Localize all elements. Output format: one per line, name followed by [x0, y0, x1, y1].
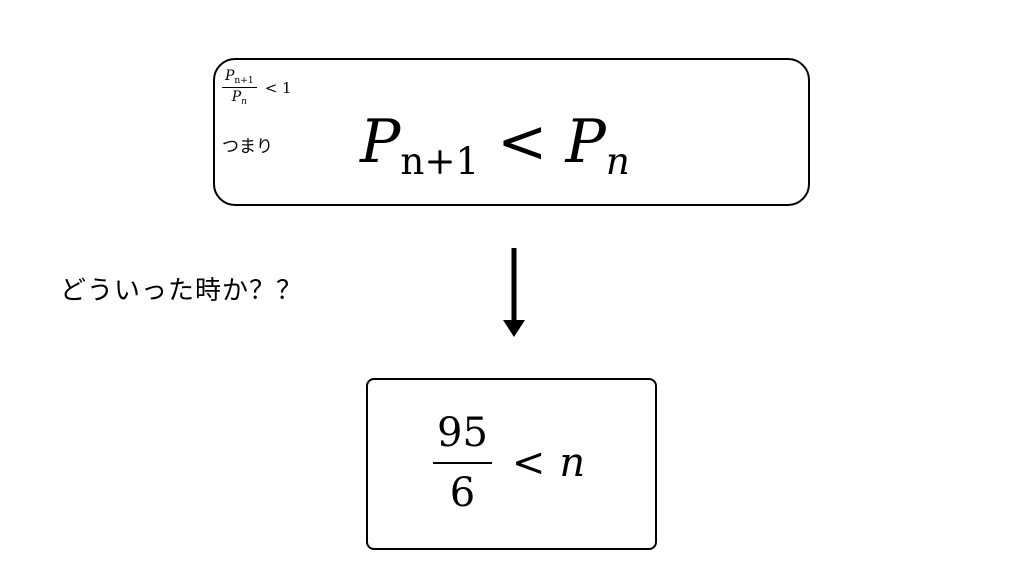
result-variable: n — [559, 440, 586, 486]
result-operator: < — [511, 440, 546, 486]
ratio-expression: Pn+1 Pn < 1 — [222, 68, 292, 107]
question-text: どういった時か？？ — [60, 276, 304, 306]
down-arrow-icon — [503, 248, 525, 337]
ratio-num-base: P — [225, 68, 235, 84]
tsumari-label: つまり — [222, 137, 273, 157]
arrow-head — [503, 320, 525, 337]
result-fraction: 95 6 — [433, 410, 492, 516]
result-denominator: 6 — [449, 470, 476, 516]
main-inequality: Pn+1<Pn — [360, 112, 630, 180]
rhs-base: P — [565, 107, 606, 177]
ratio-fraction: Pn+1 Pn — [222, 68, 257, 107]
ratio-den-sub: n — [241, 97, 247, 108]
result-numerator: 95 — [437, 410, 488, 456]
rhs-sub: n — [605, 138, 630, 183]
ratio-fraction-bar — [222, 87, 257, 89]
result-inequality: 95 6 < n — [433, 410, 585, 516]
condition-box — [213, 58, 810, 206]
lhs-sub: n+1 — [400, 138, 480, 183]
ratio-relation: < 1 — [264, 78, 292, 97]
result-fraction-bar — [433, 462, 492, 464]
ratio-num-sub: n+1 — [234, 76, 254, 87]
lhs-base: P — [360, 107, 401, 177]
result-box — [366, 378, 657, 550]
inequality-operator: < — [497, 107, 548, 177]
ratio-den-base: P — [231, 89, 242, 106]
